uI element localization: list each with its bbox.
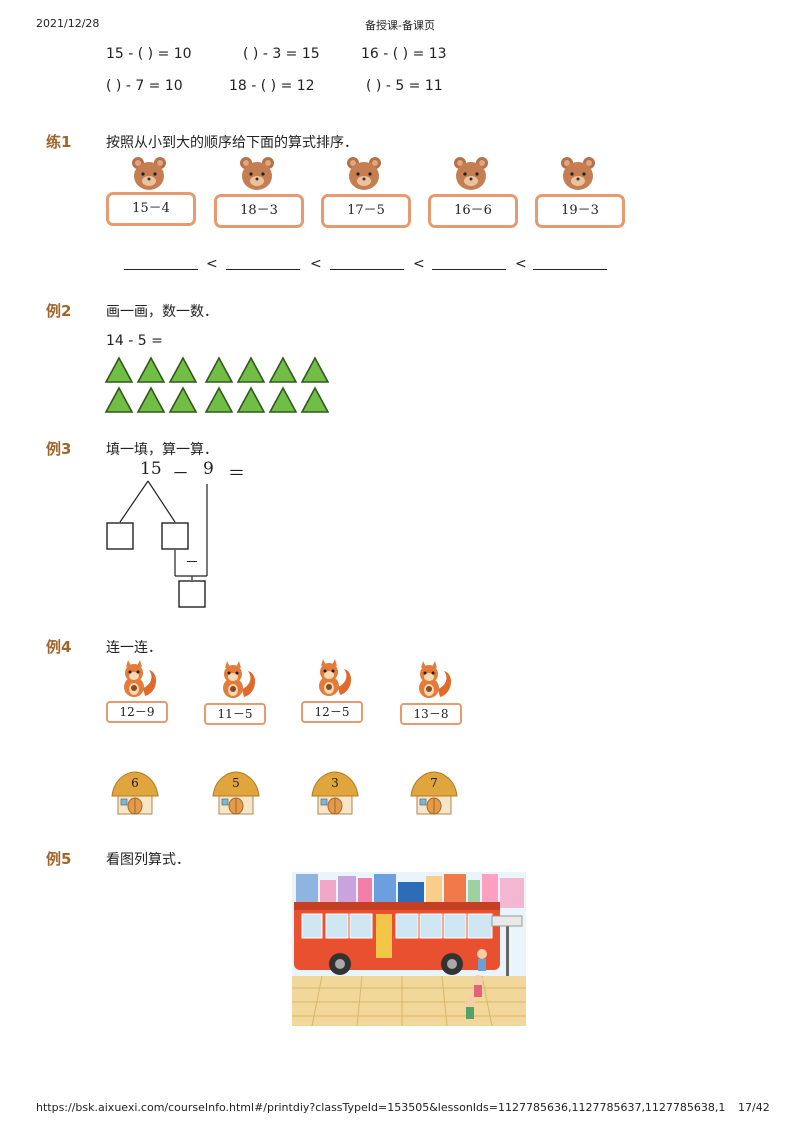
example5-instruction: 看图列算式． xyxy=(106,852,190,868)
page-number: 17/42 xyxy=(738,1101,770,1114)
print-date: 2021/12/28 xyxy=(36,17,100,30)
triangle xyxy=(104,356,134,383)
bear-icon xyxy=(132,157,166,190)
house-number: 7 xyxy=(430,776,438,790)
minuend: 15 xyxy=(140,459,162,479)
less-than-sign: < xyxy=(206,256,218,272)
squirrel-icon xyxy=(124,660,157,697)
section-label-example2: 例2 xyxy=(46,302,72,320)
house-target[interactable]: 6 xyxy=(110,770,160,818)
answer-blank[interactable] xyxy=(330,269,404,270)
example4-instruction: 连一连． xyxy=(106,640,162,656)
squirrel-icon xyxy=(223,661,256,698)
triangle xyxy=(236,356,266,383)
review-equation: ( ) - 5 = 11 xyxy=(366,78,443,94)
example3-instruction: 填一填，算一算． xyxy=(106,442,218,458)
section-label-practice1: 练1 xyxy=(46,133,72,151)
expression-card: 19－3 xyxy=(535,194,625,228)
triangle xyxy=(268,356,298,383)
less-than-sign: < xyxy=(515,256,527,272)
expression-card: 18－3 xyxy=(214,194,304,228)
expression-card[interactable]: 11－5 xyxy=(204,703,266,725)
house-target[interactable]: 3 xyxy=(310,770,360,818)
section-label-example4: 例4 xyxy=(46,638,72,656)
triangle xyxy=(300,356,330,383)
squirrel-icon xyxy=(319,659,352,696)
print-title: 备授课-备课页 xyxy=(365,19,435,32)
triangle xyxy=(300,386,330,413)
answer-blank[interactable] xyxy=(533,269,607,270)
answer-box[interactable] xyxy=(106,522,134,550)
less-than-sign: < xyxy=(310,256,322,272)
review-equation: 18 - ( ) = 12 xyxy=(229,78,315,94)
triangle-grid xyxy=(104,356,330,413)
house-number: 6 xyxy=(131,776,139,790)
triangle xyxy=(268,386,298,413)
bear-icon xyxy=(561,157,595,190)
triangle xyxy=(204,356,234,383)
section-label-example3: 例3 xyxy=(46,440,72,458)
answer-blank[interactable] xyxy=(124,269,198,270)
triangle xyxy=(168,386,198,413)
decomposition-diagram xyxy=(106,480,208,608)
answer-blank[interactable] xyxy=(432,269,506,270)
review-equation: ( ) - 3 = 15 xyxy=(243,46,320,62)
squirrel-icon xyxy=(419,661,452,698)
less-than-sign: < xyxy=(413,256,425,272)
triangle xyxy=(168,356,198,383)
expression-card: 17－5 xyxy=(321,194,411,228)
triangle xyxy=(136,356,166,383)
review-equation: 15 - ( ) = 10 xyxy=(106,46,192,62)
bear-icon xyxy=(240,157,274,190)
example2-instruction: 画一画，数一数． xyxy=(106,304,218,320)
house-target[interactable]: 7 xyxy=(409,770,459,818)
expression-card[interactable]: 12－5 xyxy=(301,701,363,723)
footer-url[interactable]: https://bsk.aixuexi.com/courseInfo.html#… xyxy=(36,1101,726,1114)
expression-card: 16－6 xyxy=(428,194,518,228)
triangle xyxy=(136,386,166,413)
answer-box[interactable] xyxy=(178,580,206,608)
house-number: 5 xyxy=(232,776,240,790)
expression-card[interactable]: 12－9 xyxy=(106,701,168,723)
house-target[interactable]: 5 xyxy=(211,770,261,818)
triangle xyxy=(104,386,134,413)
expression-card[interactable]: 13－8 xyxy=(400,703,462,725)
bear-icon xyxy=(347,157,381,190)
inner-minus-sign: － xyxy=(185,555,199,571)
house-number: 3 xyxy=(331,776,339,790)
bus-stop-illustration xyxy=(292,872,526,1026)
practice1-instruction: 按照从小到大的顺序给下面的算式排序． xyxy=(106,135,358,151)
section-label-example5: 例5 xyxy=(46,850,72,868)
triangle xyxy=(236,386,266,413)
review-equation: ( ) - 7 = 10 xyxy=(106,78,183,94)
subtrahend: 9 xyxy=(203,459,214,479)
minus-sign: － xyxy=(172,464,189,484)
equals-sign: ＝ xyxy=(228,464,245,484)
answer-box[interactable] xyxy=(161,522,189,550)
review-equation: 16 - ( ) = 13 xyxy=(361,46,447,62)
triangle xyxy=(204,386,234,413)
example2-equation: 14 - 5 = xyxy=(106,333,163,349)
bear-icon xyxy=(454,157,488,190)
answer-blank[interactable] xyxy=(226,269,300,270)
expression-card: 15－4 xyxy=(106,192,196,226)
